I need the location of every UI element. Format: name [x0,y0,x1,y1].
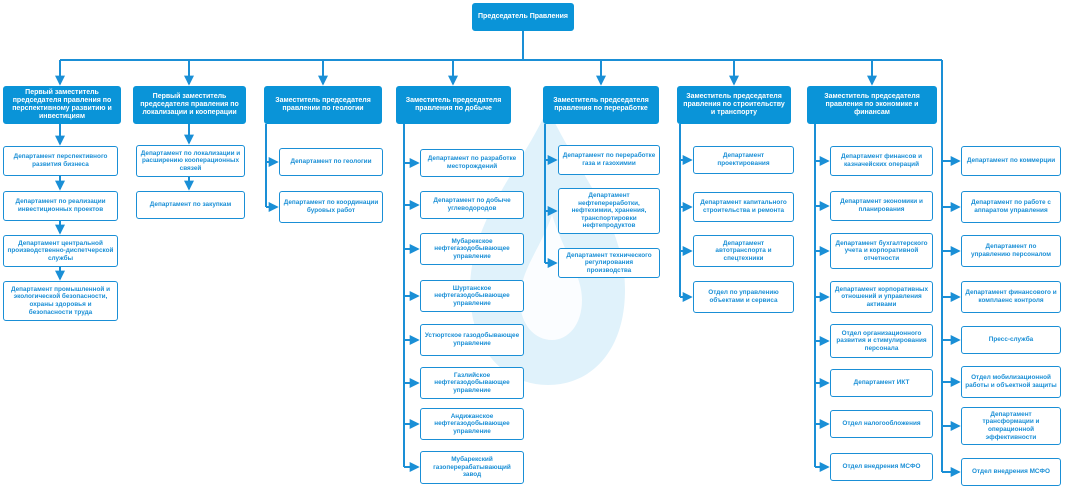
head-construction-transport[interactable]: Заместитель председателя правления по ст… [677,86,791,124]
head-label: Заместитель председателя правления по до… [405,96,502,112]
direct-dept-box[interactable]: Департамент по управлению персоналом [961,235,1061,267]
dept-box[interactable]: Департамент финансов и казначейских опер… [830,146,933,176]
dept-box[interactable]: Департамент по закупкам [136,191,245,219]
dept-label: Департамент финансов и казначейских опер… [840,153,923,168]
dept-label: Департамент по управлению персоналом [971,243,1051,258]
dept-label: Пресс-служба [988,336,1034,344]
dept-box[interactable]: Департамент ИКТ [830,369,933,397]
dept-box[interactable]: Департамент промышленной и экологической… [3,281,118,321]
dept-label: Мубарекский газоперерабатывающий завод [433,456,511,479]
dept-label: Отдел внедрения МСФО [972,468,1050,476]
dept-label: Департамент по закупкам [149,201,232,209]
dept-label: Департамент по коммерции [966,157,1056,165]
dept-label: Департамент ИКТ [853,379,910,387]
dept-label: Департамент по добыче углеводородов [433,197,511,212]
dept-label: Департамент бухгалтерского учета и корпо… [835,239,928,262]
head-production[interactable]: Заместитель председателя правления по до… [396,86,511,124]
dept-label: Департамент трансформации и операционной… [982,410,1040,441]
dept-label: Департамент по реализации инвестиционных… [15,198,106,213]
dept-box[interactable]: Отдел организационного развития и стимул… [830,324,933,358]
dept-box[interactable]: Отдел по управлению объектами и сервиса [693,281,794,313]
dept-label: Мубарекское нефтегазодобывающее управлен… [434,237,510,260]
head-economics-finance[interactable]: Заместитель председателя правления по эк… [807,86,937,124]
dept-box[interactable]: Департамент по переработке газа и газохи… [558,145,660,175]
direct-dept-box[interactable]: Департамент трансформации и операционной… [961,407,1061,445]
dept-label: Отдел мобилизационной работы и объектной… [965,374,1057,389]
head-label: Первый заместитель председателя правлени… [12,88,112,121]
chairman-box[interactable]: Председатель Правления [472,3,574,31]
dept-box[interactable]: Газлийское нефтегазодобывающее управлени… [420,367,524,399]
dept-label: Департамент перспективного развития бизн… [13,153,108,168]
dept-box[interactable]: Департамент нефтепереработки, нефтехимии… [558,188,660,234]
dept-box[interactable]: Мубарекский газоперерабатывающий завод [420,451,524,484]
dept-label: Департамент по геологии [290,158,372,166]
dept-box[interactable]: Департамент капитального строительства и… [693,192,794,222]
head-label: Заместитель председателя правлении по ге… [275,96,371,112]
dept-label: Департамент по локализации и расширению … [140,149,241,172]
dept-label: Отдел налогообложения [842,420,921,428]
dept-box[interactable]: Департамент по добыче углеводородов [420,191,524,219]
head-label: Заместитель председателя правления по ст… [683,92,785,117]
dept-box[interactable]: Департамент по реализации инвестиционных… [3,191,118,221]
dept-label: Департамент проектирования [717,152,770,167]
dept-label: Департамент экономики и планирования [840,198,923,213]
dept-box[interactable]: Департамент центральной производственно-… [3,235,118,267]
dept-box[interactable]: Андижанское нефтегазодобывающее управлен… [420,408,524,440]
head-perspective-development[interactable]: Первый заместитель председателя правлени… [3,86,121,124]
dept-label: Департамент по работе с аппаратом управл… [971,199,1051,214]
dept-box[interactable]: Департамент по локализации и расширению … [136,145,245,177]
dept-label: Департамент по переработке газа и газохи… [562,152,656,167]
dept-label: Отдел организационного развития и стимул… [836,329,927,352]
head-label: Первый заместитель председателя правлени… [140,92,239,117]
dept-box[interactable]: Департамент перспективного развития бизн… [3,146,118,176]
dept-label: Отдел по управлению объектами и сервиса [708,289,779,304]
dept-box[interactable]: Шуртанское нефтегазодобывающее управлени… [420,280,524,312]
dept-box[interactable]: Департамент по координации буровых работ [279,191,383,223]
dept-label: Департамент центральной производственно-… [7,239,114,262]
head-label: Заместитель председателя правления по эк… [824,92,920,117]
dept-label: Департамент по координации буровых работ [283,199,379,214]
dept-box[interactable]: Департамент корпоративных отношений и уп… [830,281,933,313]
dept-box[interactable]: Департамент проектирования [693,146,794,174]
dept-label: Департамент нефтепереработки, нефтехимии… [571,192,647,230]
head-label: Заместитель председателя правления по пе… [553,96,649,112]
direct-dept-box[interactable]: Департамент финансового и комплаенс конт… [961,281,1061,313]
dept-box[interactable]: Департамент бухгалтерского учета и корпо… [830,233,933,269]
dept-label: Департамент технического регулирования п… [566,251,652,274]
dept-label: Андижанское нефтегазодобывающее управлен… [434,412,510,435]
direct-dept-box[interactable]: Отдел внедрения МСФО [961,458,1061,486]
dept-box[interactable]: Мубарекское нефтегазодобывающее управлен… [420,233,524,265]
dept-label: Департамент финансового и комплаенс конт… [965,289,1057,304]
direct-dept-box[interactable]: Пресс-служба [961,326,1061,354]
head-localization[interactable]: Первый заместитель председателя правлени… [133,86,246,124]
dept-label: Департамент по разработке месторождений [427,155,517,170]
head-geology[interactable]: Заместитель председателя правлении по ге… [264,86,382,124]
dept-box[interactable]: Департамент экономики и планирования [830,191,933,221]
dept-box[interactable]: Департамент автотранспорта и спецтехники [693,235,794,267]
dept-box[interactable]: Департамент технического регулирования п… [558,248,660,278]
dept-label: Устюртское газодобывающее управление [424,332,520,347]
direct-dept-box[interactable]: Отдел мобилизационной работы и объектной… [961,366,1061,398]
dept-label: Отдел внедрения МСФО [842,463,921,471]
dept-label: Департамент капитального строительства и… [700,199,787,214]
direct-dept-box[interactable]: Департамент по коммерции [961,146,1061,176]
chairman-label: Председатель Правления [478,12,568,20]
dept-label: Департамент корпоративных отношений и уп… [834,285,929,308]
dept-box[interactable]: Устюртское газодобывающее управление [420,324,524,356]
dept-label: Департамент автотранспорта и спецтехники [715,239,772,262]
direct-dept-box[interactable]: Департамент по работе с аппаратом управл… [961,191,1061,223]
dept-box[interactable]: Департамент по разработке месторождений [420,149,524,177]
dept-box[interactable]: Отдел внедрения МСФО [830,453,933,481]
dept-box[interactable]: Департамент по геологии [279,148,383,176]
head-refining[interactable]: Заместитель председателя правления по пе… [543,86,659,124]
dept-label: Департамент промышленной и экологической… [10,285,111,316]
dept-box[interactable]: Отдел налогообложения [830,410,933,438]
dept-label: Газлийское нефтегазодобывающее управлени… [434,371,510,394]
dept-label: Шуртанское нефтегазодобывающее управлени… [434,284,510,307]
